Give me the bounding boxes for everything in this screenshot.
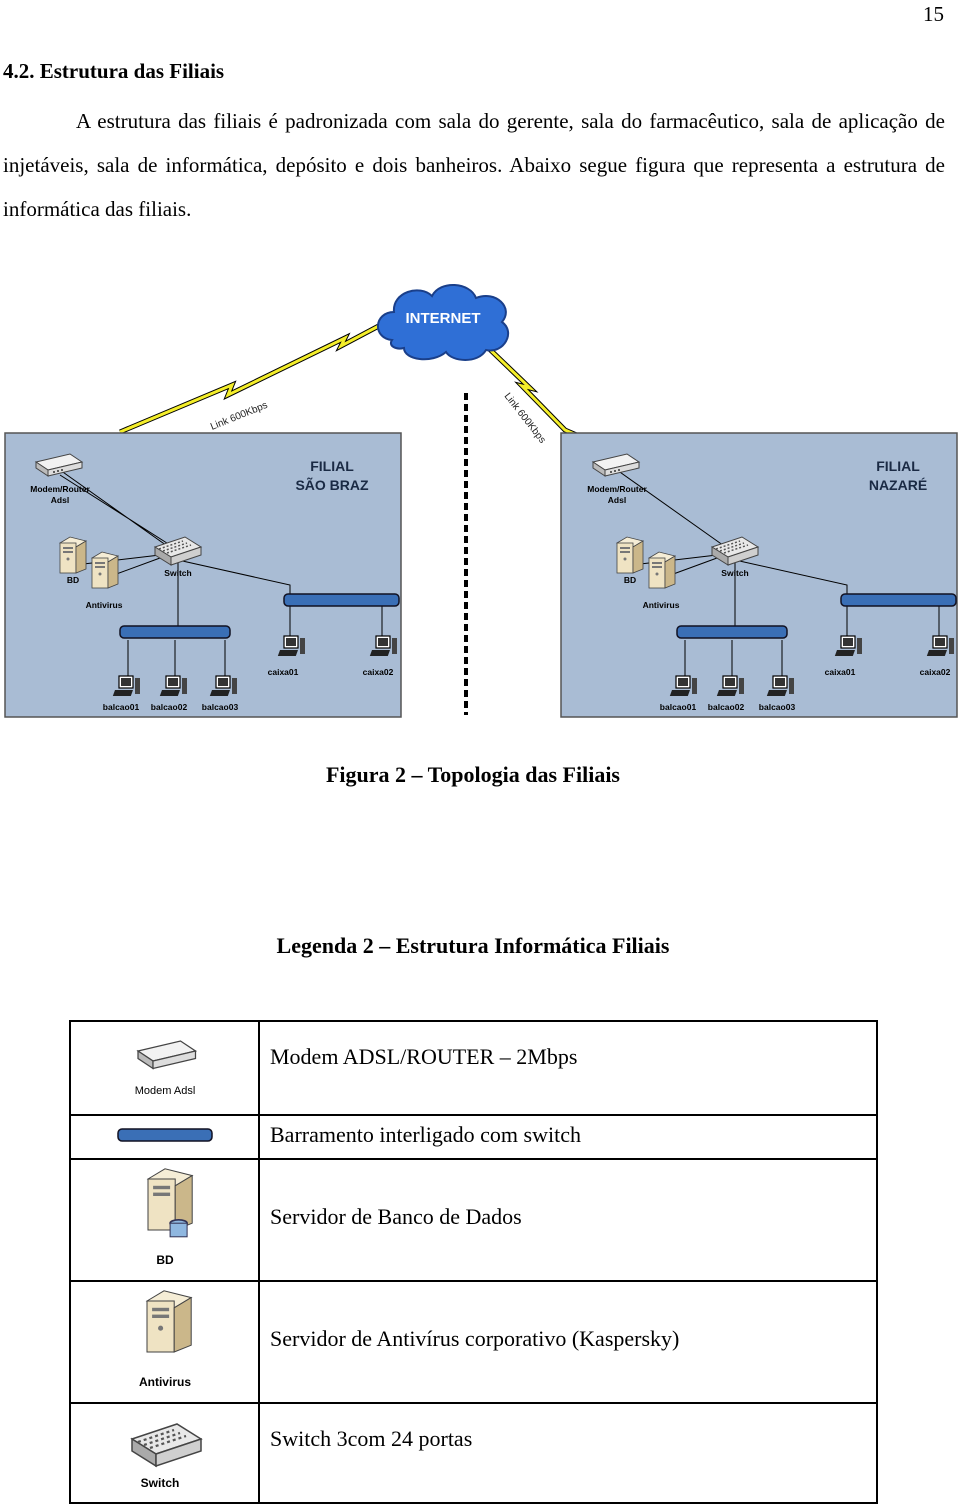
legend-row: Switch Switch 3com 24 portas: [69, 1402, 878, 1504]
legend-icon-cell: BD: [69, 1158, 260, 1282]
link-label-right: Link 600Kbps: [502, 391, 548, 446]
antivirus-label: Antivirus: [643, 600, 680, 610]
figure-caption: Figura 2 – Topologia das Filiais: [325, 762, 620, 787]
bus-icon: [116, 1127, 213, 1142]
legend-icon-cell: [69, 1114, 260, 1160]
server-icon: Antivirus: [138, 1289, 193, 1389]
legend-icon-label: Modem Adsl: [134, 1085, 195, 1097]
legend-row: BD Servidor de Banco de Dados: [69, 1158, 878, 1282]
bd-label: BD: [624, 575, 636, 585]
balcao01-label: balcao01: [103, 702, 140, 712]
body-paragraph: A estrutura das filiais é padronizada co…: [3, 109, 945, 221]
legend-description: Servidor de Banco de Dados: [258, 1158, 878, 1282]
modem-label-1: Modem/Router: [587, 484, 647, 494]
bus-backbone: [119, 625, 231, 639]
legend-description: Barramento interligado com switch: [258, 1114, 878, 1160]
switch-label: Switch: [721, 568, 748, 578]
balcao03-label: balcao03: [202, 702, 239, 712]
server-icon: [91, 551, 119, 589]
branch-title-line1: FILIAL: [310, 458, 354, 474]
caixa01-label: caixa01: [268, 667, 299, 677]
antivirus-label: Antivirus: [86, 600, 123, 610]
database-server-icon: BD: [146, 1167, 194, 1267]
legend-title: Legenda 2 – Estrutura Informática Filiai…: [276, 933, 670, 958]
balcao02-label: balcao02: [151, 702, 188, 712]
modem-label-1: Modem/Router: [30, 484, 90, 494]
legend-icon-label: BD: [156, 1253, 174, 1267]
legend-table: Modem Adsl Modem ADSL/ROUTER – 2Mbps Bar…: [69, 1020, 878, 1504]
legend-icon-label: Switch: [140, 1476, 179, 1490]
server-icon: [648, 551, 676, 589]
branch-title-line2: NAZARÉ: [869, 477, 927, 493]
bus-backbone: [676, 625, 788, 639]
balcao01-label: balcao01: [660, 702, 697, 712]
modem-label-2: Adsl: [608, 495, 626, 505]
bus-backbone: [283, 593, 400, 607]
branch-title-line2: SÃO BRAZ: [295, 476, 369, 493]
database-server-icon: [616, 536, 644, 574]
balcao02-label: balcao02: [708, 702, 745, 712]
legend-row: Modem Adsl Modem ADSL/ROUTER – 2Mbps: [69, 1020, 878, 1116]
balcao03-label: balcao03: [759, 702, 796, 712]
modem-label-2: Adsl: [51, 495, 69, 505]
bus-backbone: [840, 593, 957, 607]
legend-description: Servidor de Antivírus corporativo (Kaspe…: [258, 1280, 878, 1404]
bd-label: BD: [67, 575, 79, 585]
section-heading: 4.2. Estrutura das Filiais: [3, 59, 225, 83]
internet-label: INTERNET: [406, 310, 481, 327]
legend-icon-cell: Switch: [69, 1402, 260, 1504]
legend-description-text: Switch 3com 24 portas: [270, 1426, 473, 1451]
topology-diagram: Link 600Kbps Link 600Kbps INTERNET FILIA…: [4, 283, 958, 718]
legend-row: Barramento interligado com switch: [69, 1114, 878, 1160]
legend-description-text: Modem ADSL/ROUTER – 2Mbps: [270, 1044, 578, 1069]
legend-icon-label: Antivirus: [138, 1375, 190, 1389]
switch-icon: Switch: [129, 1422, 203, 1490]
page-number: 15: [923, 2, 944, 26]
caixa01-label: caixa01: [825, 667, 856, 677]
legend-description: Modem ADSL/ROUTER – 2Mbps: [258, 1020, 878, 1116]
caixa02-label: caixa02: [363, 667, 394, 677]
legend-description-text: Servidor de Banco de Dados: [270, 1204, 522, 1229]
legend-description: Switch 3com 24 portas: [258, 1402, 878, 1504]
legend-description-text: Barramento interligado com switch: [270, 1122, 581, 1147]
branch-title-line1: FILIAL: [876, 458, 920, 474]
legend-icon-cell: Antivirus: [69, 1280, 260, 1404]
caixa02-label: caixa02: [920, 667, 951, 677]
legend-icon-cell: Modem Adsl: [69, 1020, 260, 1116]
legend-description-text: Servidor de Antivírus corporativo (Kaspe…: [270, 1326, 680, 1351]
branch-panel-nazare: FILIAL NAZARÉ Modem/Router Adsl BD Antiv…: [560, 432, 958, 718]
link-label-left: Link 600Kbps: [209, 400, 269, 433]
modem-icon: Modem Adsl: [134, 1039, 197, 1097]
branch-panel-sao-braz: FILIAL SÃO BRAZ Modem/Router Adsl BD Ant…: [4, 432, 402, 718]
switch-label: Switch: [164, 568, 191, 578]
legend-row: Antivirus Servidor de Antivírus corporat…: [69, 1280, 878, 1404]
database-server-icon: [59, 536, 87, 574]
internet-cloud-icon: INTERNET: [377, 283, 509, 361]
